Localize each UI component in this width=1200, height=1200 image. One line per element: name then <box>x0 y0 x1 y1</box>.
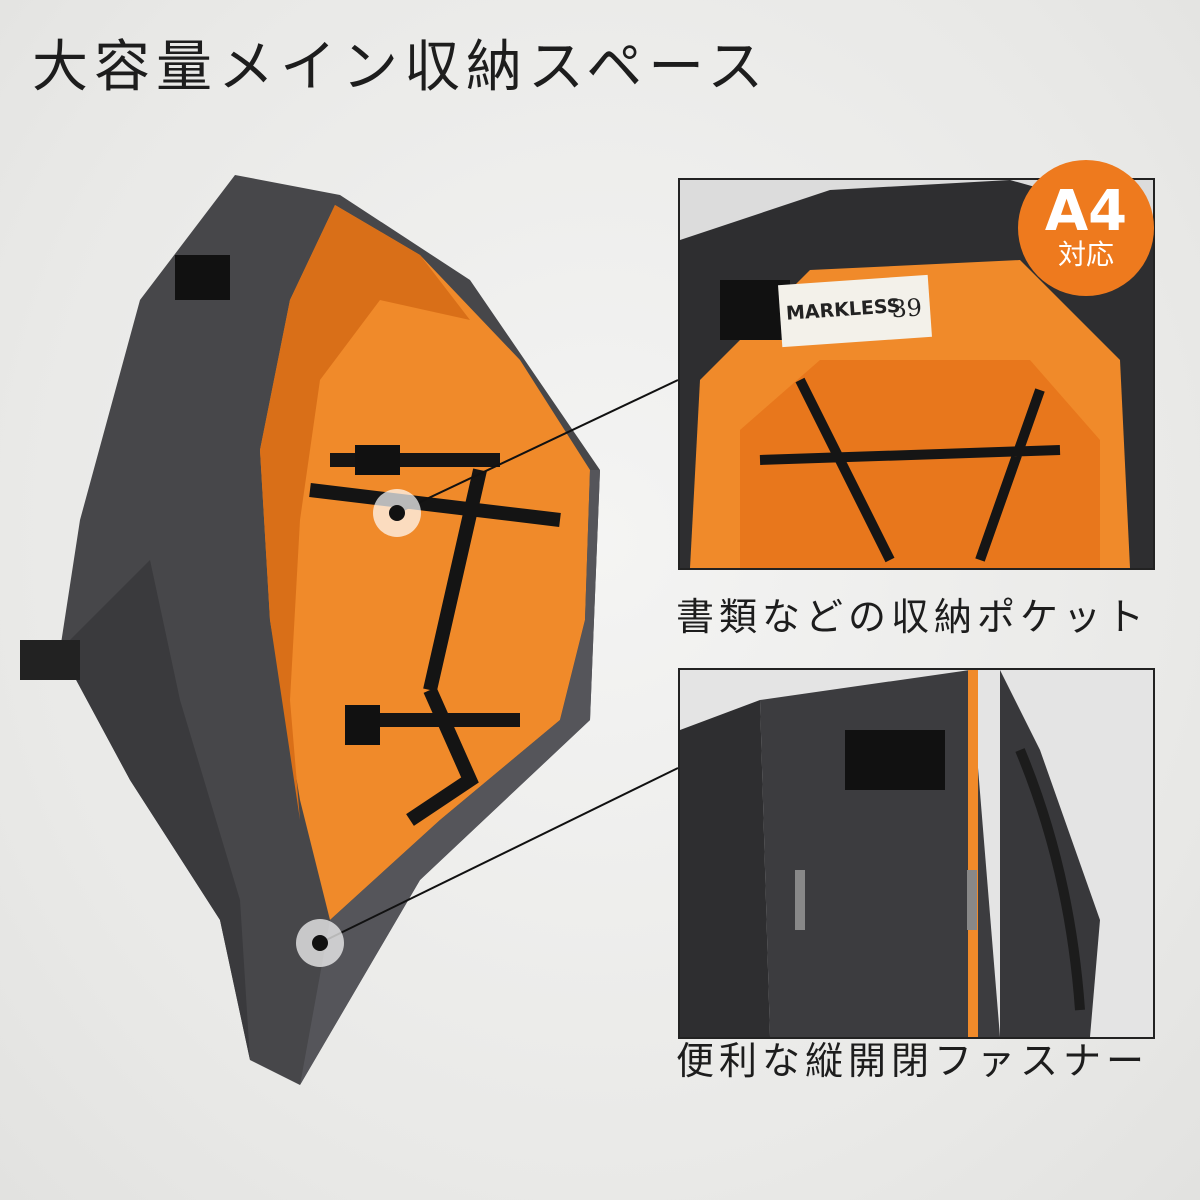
callout-line <box>396 379 679 514</box>
callout-line <box>319 767 679 944</box>
page-title: 大容量メイン収納スペース <box>32 35 770 100</box>
buckle-icon <box>355 445 400 475</box>
magazine: MARKLESS 39 <box>778 274 932 348</box>
bag-inner-shadow <box>260 205 470 820</box>
pocket-photo: MARKLESS 39 <box>678 178 1155 570</box>
buckle-icon <box>345 705 380 745</box>
strap <box>309 453 561 826</box>
pocket-caption: 書類などの収納ポケット <box>676 595 1150 639</box>
a4-badge: A4 対応 <box>1018 160 1154 296</box>
shoulder-strap <box>20 640 80 680</box>
zipper-caption: 便利な縦開閉ファスナー <box>676 1039 1150 1083</box>
bag-orange-lining <box>260 205 590 920</box>
zipper-photo <box>678 668 1155 1039</box>
buckle-icon <box>175 255 230 300</box>
bag-side-panel <box>60 560 250 1060</box>
bag-front-flap <box>300 470 600 1085</box>
